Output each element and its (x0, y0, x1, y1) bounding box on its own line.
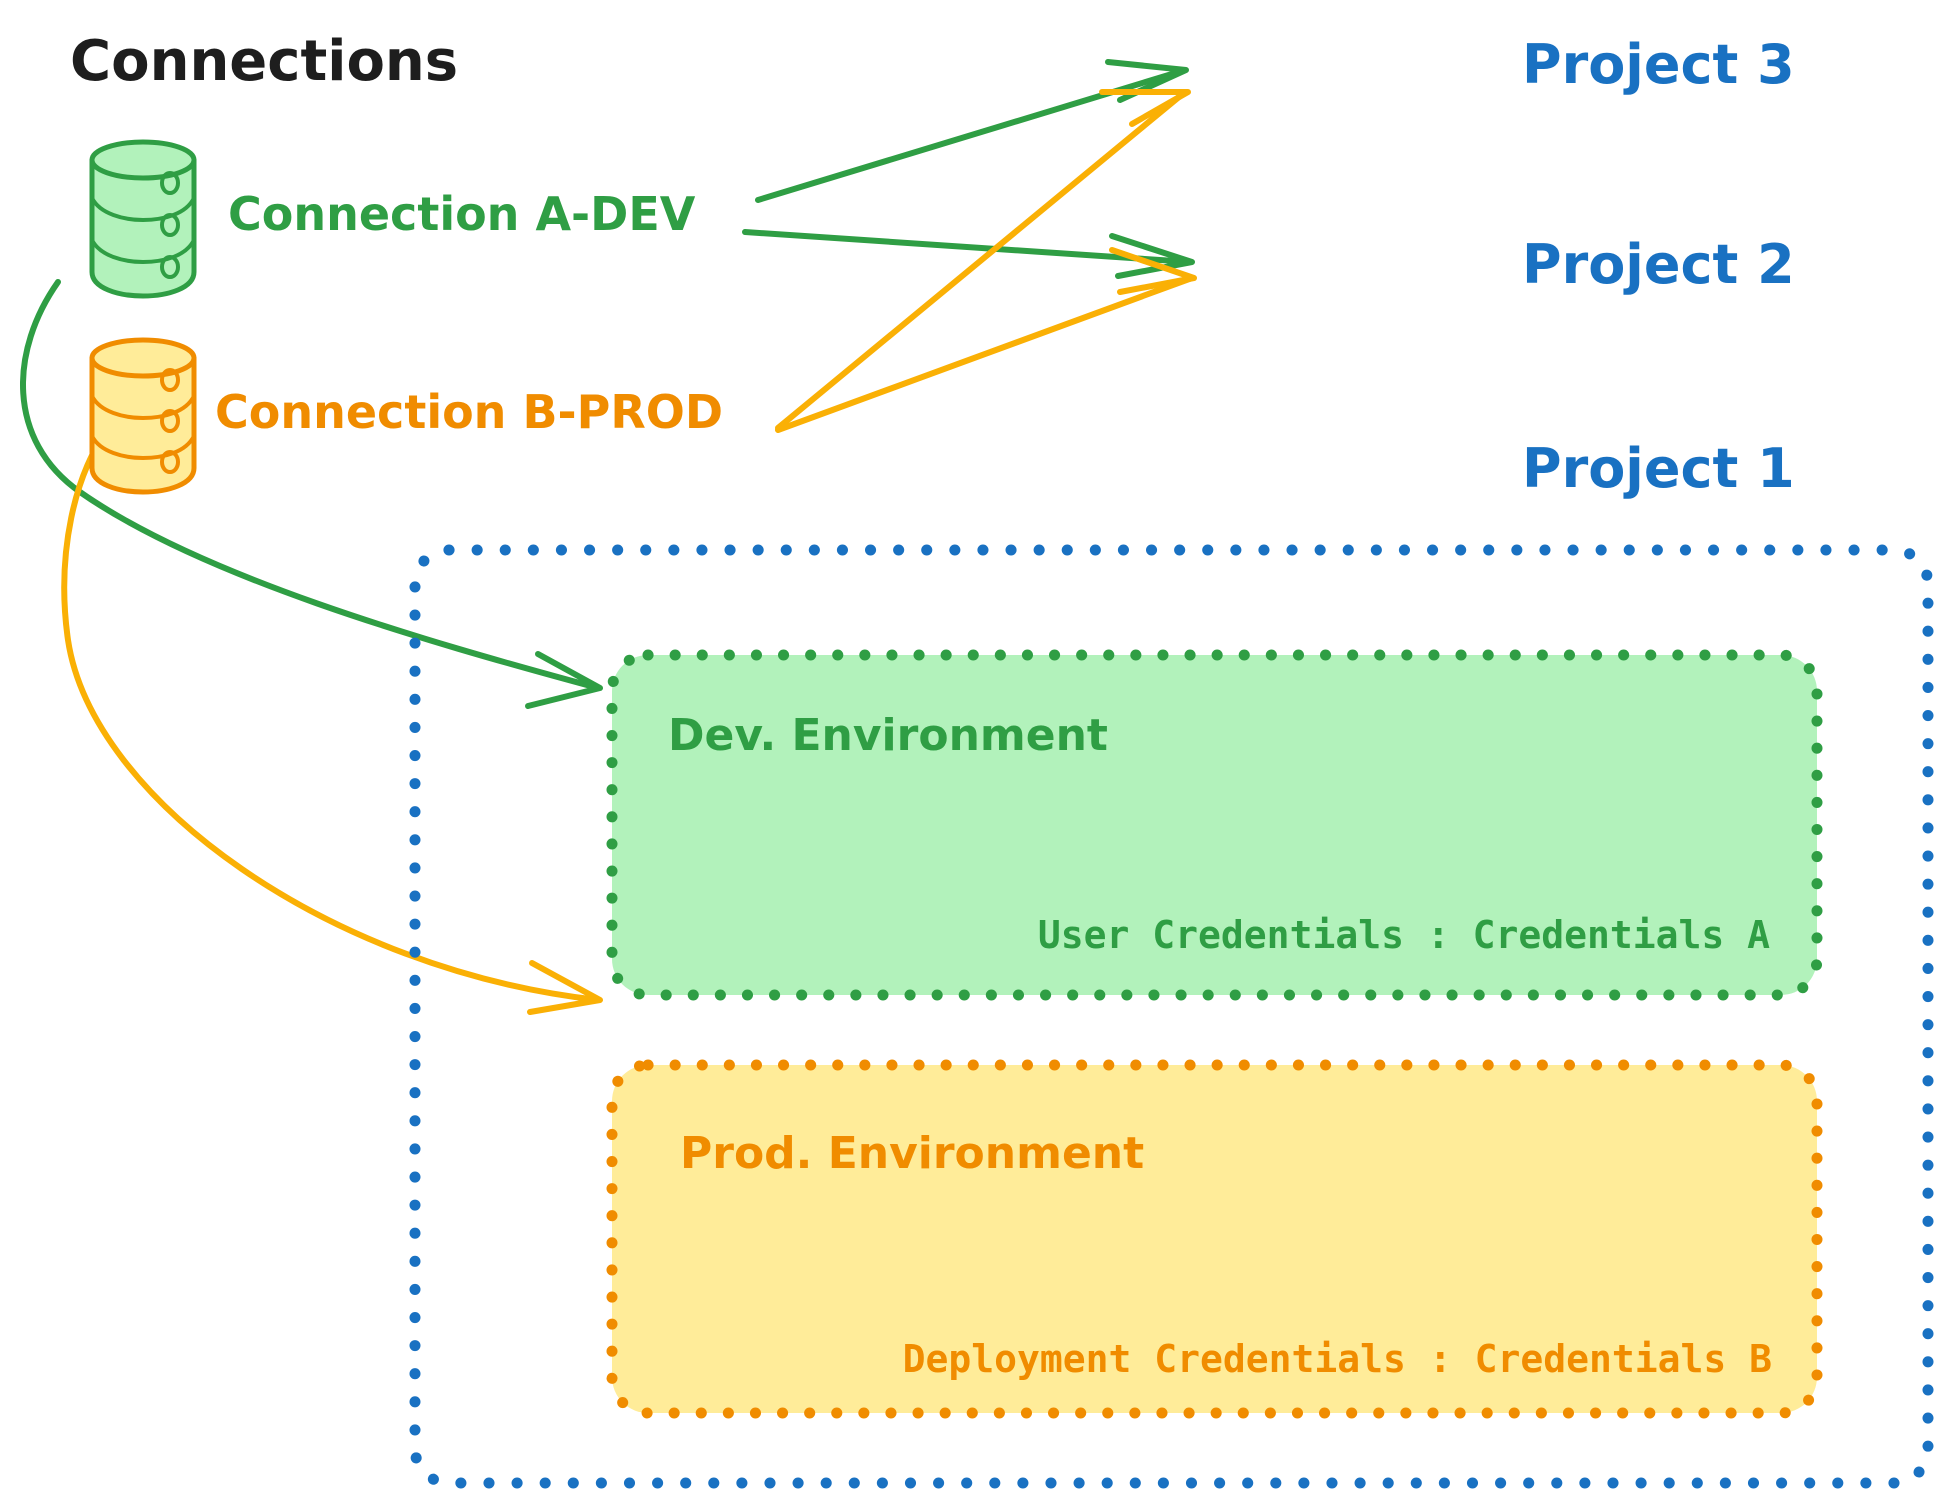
arrow-a-dev-to-project-2 (742, 229, 1195, 279)
page-title: Connections (70, 29, 458, 94)
dev-environment-title: Dev. Environment (668, 710, 1108, 761)
project-3-label[interactable]: Project 3 (1522, 33, 1795, 96)
project-2-label[interactable]: Project 2 (1522, 233, 1795, 296)
prod-environment-credentials: Deployment Credentials : Credentials B (903, 1337, 1772, 1381)
database-cylinder-icon-green[interactable] (89, 139, 197, 299)
arrow-a-dev-to-dev-environment (20, 279, 603, 709)
prod-environment-box[interactable] (606, 1059, 1823, 1419)
prod-environment-title: Prod. Environment (680, 1128, 1144, 1179)
arrow-b-prod-to-prod-environment (61, 421, 603, 1015)
database-cylinder-icon-orange[interactable] (89, 337, 197, 495)
connection-a-dev-label: Connection A-DEV (228, 187, 696, 241)
dev-environment-box[interactable] (606, 649, 1823, 1001)
connection-b-prod-label: Connection B-PROD (215, 385, 723, 439)
arrow-b-prod-to-project-3 (775, 89, 1191, 431)
project-1-label[interactable]: Project 1 (1522, 437, 1795, 500)
dev-environment-credentials: User Credentials : Credentials A (1038, 913, 1770, 957)
arrow-b-prod-to-project-2 (775, 247, 1197, 433)
